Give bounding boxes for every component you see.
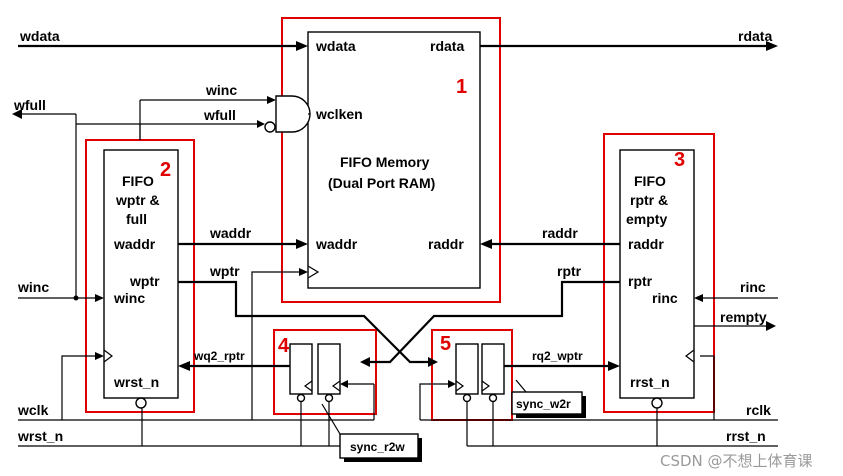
sync-w2r-ff1 xyxy=(455,343,479,395)
memory-port-waddr: waddr xyxy=(315,236,358,252)
wrst-n-input-label: wrst_n xyxy=(17,428,63,444)
and-gate-icon xyxy=(275,95,311,133)
rq2-wptr-label: rq2_wptr xyxy=(532,349,583,363)
memory-title-line1: FIFO Memory xyxy=(340,154,430,170)
sync-r2w-label: sync_r2w xyxy=(350,440,405,454)
sync-w2r-ff2 xyxy=(481,343,505,395)
sync-r2w-number: 4 xyxy=(278,335,290,357)
clock-triangle-icon xyxy=(331,380,341,392)
wptr-port-wrst-n: wrst_n xyxy=(113,374,159,390)
wptr-full-block xyxy=(103,149,179,399)
memory-number: 1 xyxy=(456,76,467,98)
rptr-port-raddr: raddr xyxy=(628,236,664,252)
reset-bubble-icon xyxy=(462,393,472,403)
sync-r2w-ff2 xyxy=(317,343,341,395)
wptr-port-winc: winc xyxy=(113,290,145,306)
clock-triangle-icon xyxy=(307,265,320,279)
wptr-block-number: 2 xyxy=(160,159,171,181)
rptr-port-rptr: rptr xyxy=(628,273,653,289)
sync-r2w-ff1 xyxy=(289,343,313,395)
memory-block xyxy=(307,31,481,289)
wptr-signal-label: wptr xyxy=(209,263,240,279)
winc-gate-label: winc xyxy=(205,82,237,98)
clock-triangle-icon xyxy=(455,380,465,392)
rptr-block-line3: empty xyxy=(626,211,667,227)
reset-bubble-icon xyxy=(135,397,147,409)
waddr-signal-label: waddr xyxy=(209,225,252,241)
wfull-gate-label: wfull xyxy=(203,107,236,123)
rptr-empty-block xyxy=(619,149,695,399)
wptr-block-line3: full xyxy=(126,211,147,227)
inverter-bubble-icon xyxy=(264,121,276,133)
highlight-sync-r2w xyxy=(273,329,377,415)
highlight-memory xyxy=(281,17,501,303)
winc-input-label: winc xyxy=(17,279,49,295)
memory-port-wdata: wdata xyxy=(315,38,356,54)
rptr-block-line1: FIFO xyxy=(634,173,666,189)
sync-w2r-number: 5 xyxy=(440,333,451,355)
sync-w2r-label: sync_w2r xyxy=(516,397,571,411)
wclk-input-label: wclk xyxy=(17,402,49,418)
rptr-block-number: 3 xyxy=(674,149,685,171)
wfull-output-label: wfull xyxy=(13,97,46,113)
wptr-block-line2: wptr & xyxy=(115,192,160,208)
sync-r2w-label-box xyxy=(339,433,419,459)
rempty-output-label: rempty xyxy=(720,309,767,325)
rptr-signal-label: rptr xyxy=(557,263,582,279)
clock-triangle-icon xyxy=(303,380,313,392)
wdata-signal-label: wdata xyxy=(19,28,60,44)
rclk-input-label: rclk xyxy=(746,402,771,418)
reset-bubble-icon xyxy=(324,393,334,403)
clock-triangle-icon xyxy=(481,380,491,392)
reset-bubble-icon xyxy=(651,397,663,409)
wptr-port-wptr: wptr xyxy=(129,273,160,289)
reset-bubble-icon xyxy=(296,393,306,403)
reset-bubble-icon xyxy=(488,393,498,403)
memory-port-rdata: rdata xyxy=(430,38,464,54)
highlight-rptr-empty xyxy=(603,133,715,413)
memory-port-wclken: wclken xyxy=(315,106,363,122)
sync-w2r-label-box xyxy=(511,391,583,415)
rptr-port-rrst-n: rrst_n xyxy=(630,374,670,390)
wq2-rptr-label: wq2_rptr xyxy=(193,349,245,363)
wptr-block-line1: FIFO xyxy=(122,173,154,189)
rinc-input-label: rinc xyxy=(740,279,766,295)
raddr-signal-label: raddr xyxy=(542,225,578,241)
clock-triangle-icon xyxy=(103,349,113,363)
memory-title-line2: (Dual Port RAM) xyxy=(328,175,435,191)
clock-triangle-icon xyxy=(685,349,695,363)
rptr-block-line2: rptr & xyxy=(630,192,668,208)
watermark-text: CSDN @不想上体育课 xyxy=(660,452,813,470)
memory-port-raddr: raddr xyxy=(428,236,464,252)
rdata-signal-label: rdata xyxy=(738,28,772,44)
rptr-port-rinc: rinc xyxy=(652,290,678,306)
wptr-port-waddr: waddr xyxy=(113,236,156,252)
rrst-n-input-label: rrst_n xyxy=(726,428,766,444)
